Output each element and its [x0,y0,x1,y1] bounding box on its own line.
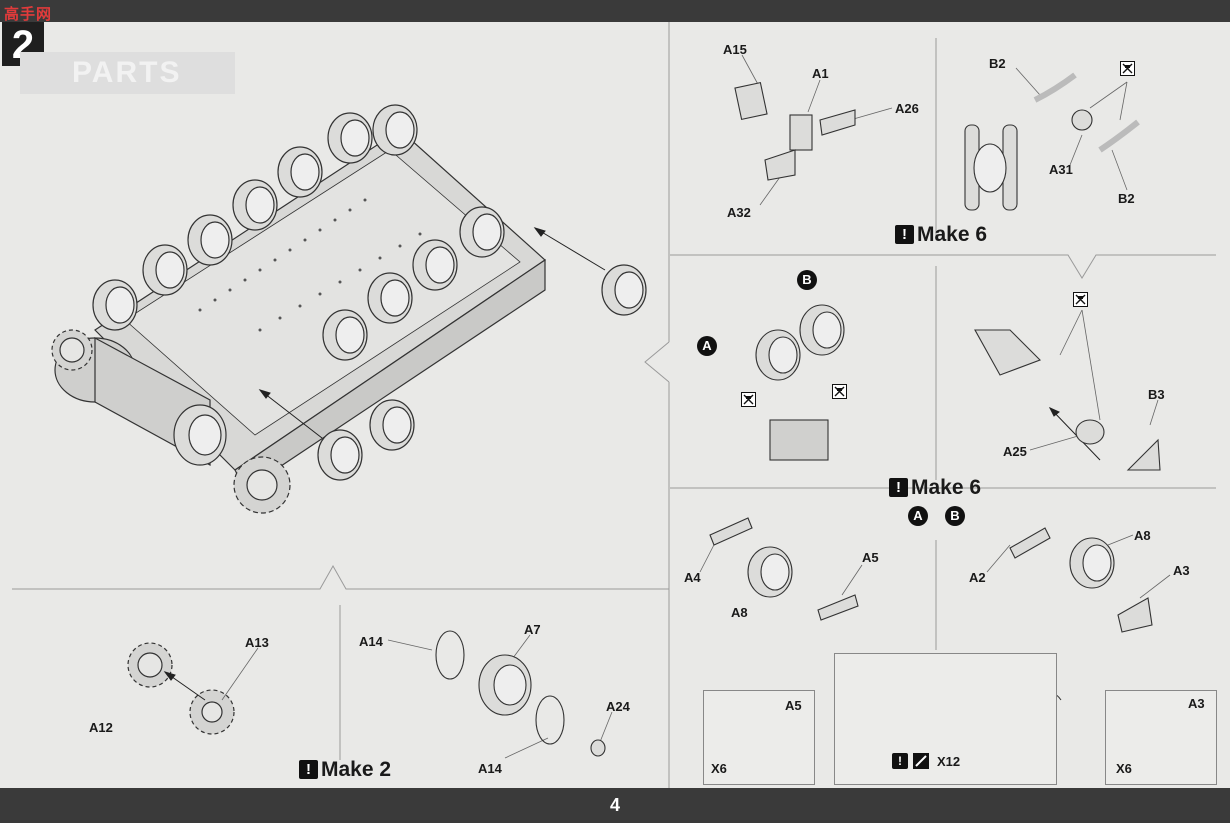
part-label-a4: A4 [684,570,701,585]
section-title: PARTS [72,56,182,89]
sprockets [51,329,291,735]
inset-box-a3 [1105,690,1217,785]
part-label-a12: A12 [89,720,113,735]
make-6-top: !Make 6 [895,223,987,247]
x12-caution-icon: ! [892,753,908,769]
part-label-b3: B3 [1148,387,1165,402]
badge-a-bottom: A [908,506,928,526]
part-label-a32: A32 [727,205,751,220]
part-label-a3-inset: A3 [1188,696,1205,711]
part-label-a5-inset: A5 [785,698,802,713]
part-label-a2: A2 [969,570,986,585]
caution-icon: ! [299,760,318,779]
part-label-a14-top: A14 [359,634,383,649]
leader-lines [221,54,1171,759]
caution-icon: ! [889,478,908,497]
part-label-a5: A5 [862,550,879,565]
make-2: !Make 2 [299,758,391,782]
part-label-a24: A24 [606,699,630,714]
bottom-bar [0,788,1230,823]
part-label-a31: A31 [1049,162,1073,177]
road-wheels [92,104,647,481]
make-6-top-text: Make 6 [917,223,988,246]
cement-mark-icon [1120,61,1135,76]
make-6-middle: !Make 6 [889,476,981,500]
part-label-a14-bottom: A14 [478,761,502,776]
part-label-b2-top: B2 [989,56,1006,71]
part-label-a25: A25 [1003,444,1027,459]
panel-dividers [12,22,1216,788]
part-label-b2-bottom: B2 [1118,191,1135,206]
part-label-a8-right: A8 [1134,528,1151,543]
part-label-a13: A13 [245,635,269,650]
inset-box-x12 [834,653,1057,785]
make-2-text: Make 2 [321,758,392,781]
badge-b-bottom: B [945,506,965,526]
top-bar [0,0,1230,22]
site-logo: 高手网 [4,6,53,23]
cement-mark-icon [1073,292,1088,307]
cement-mark-icon [741,392,756,407]
x12-cut-icon [913,753,929,769]
part-label-x6-left: X6 [711,761,727,776]
part-label-a3: A3 [1173,563,1190,578]
badge-b-top: B [797,270,817,290]
inset-box-a5 [703,690,815,785]
parts-banner [20,52,235,94]
part-label-a15: A15 [723,42,747,57]
cement-mark-icon [832,384,847,399]
make-6-middle-text: Make 6 [911,476,982,499]
page-number: 4 [609,795,620,815]
part-label-a26: A26 [895,101,919,116]
part-label-a1: A1 [812,66,829,81]
hull-assembly [54,129,546,491]
part-label-a7: A7 [524,622,541,637]
panel-parts [435,72,1161,757]
part-label-x6-right: X6 [1116,761,1132,776]
assembly-arrows [163,227,1101,701]
badge-a-left: A [697,336,717,356]
part-label-a8-left: A8 [731,605,748,620]
part-label-x12: X12 [937,754,961,769]
caution-icon: ! [895,225,914,244]
